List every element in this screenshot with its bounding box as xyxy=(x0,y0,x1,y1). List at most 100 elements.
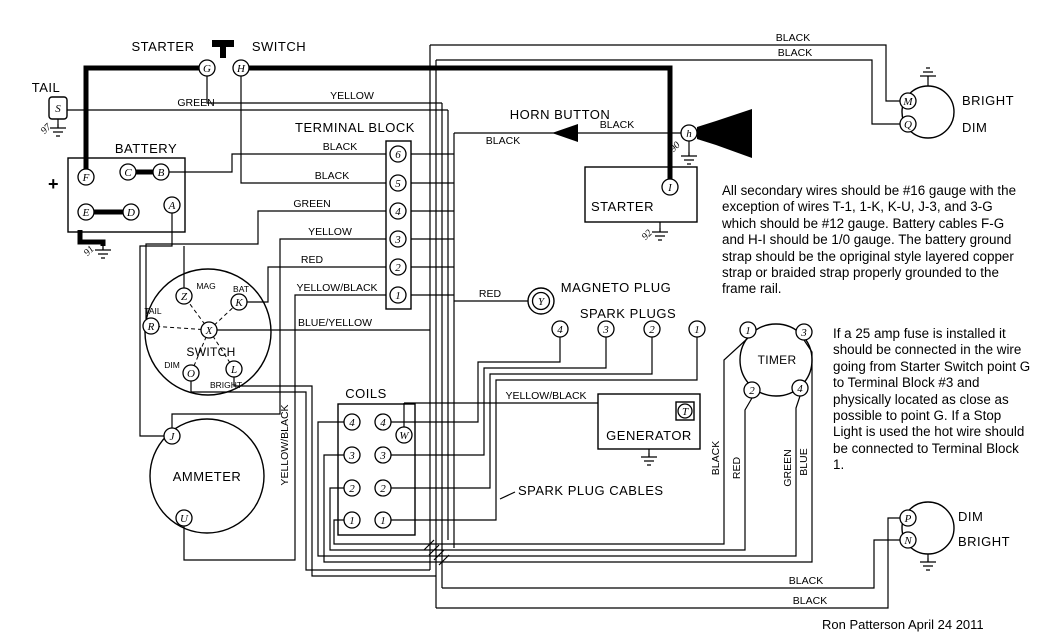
starter-switch-word2: SWITCH xyxy=(252,39,306,54)
battery-box xyxy=(67,157,186,233)
wire-label-blue-yellow: BLUE/YELLOW xyxy=(298,317,372,329)
switch-o-label: O xyxy=(187,368,195,380)
headlamp-bottom-body xyxy=(901,501,955,555)
ground-icon-headlamp-top xyxy=(919,67,937,81)
headlamp-top-dim-label: DIM xyxy=(962,120,987,135)
timer-terminal-1 xyxy=(739,321,757,339)
tb-4-label: 4 xyxy=(395,206,401,218)
switch-k-label: K xyxy=(234,297,243,309)
wire-label-tb3-yellow: YELLOW xyxy=(308,226,352,238)
switch-contact-dashes xyxy=(150,295,240,374)
terminal-m-label: M xyxy=(902,96,913,108)
switch-l-label: L xyxy=(230,364,237,376)
ammeter-body xyxy=(149,418,265,534)
coil-right-3 xyxy=(374,446,392,464)
tb-6-label: 6 xyxy=(395,149,401,161)
switch-terminal-o xyxy=(182,364,200,382)
terminal-u xyxy=(175,509,193,527)
wire-label-bottom-black-1: BLACK xyxy=(789,575,823,587)
spark-plug-3 xyxy=(597,320,615,338)
ground-icon-headlamp-bottom xyxy=(919,557,937,571)
spark-plug-1 xyxy=(688,320,706,338)
terminal-d-label: D xyxy=(126,207,135,219)
spark-plug-3-label: 3 xyxy=(602,324,609,336)
timer-body xyxy=(739,323,813,397)
headlamp-bottom-dim-label: DIM xyxy=(958,509,983,524)
ground-number-tail: 97 xyxy=(39,121,55,137)
switch-terminal-l xyxy=(225,360,243,378)
terminal-j xyxy=(163,427,181,445)
switch-z-label: Z xyxy=(181,291,188,303)
timer-terminal-3 xyxy=(795,323,813,341)
switch-terminal-r xyxy=(142,317,160,335)
wire-label-tb6-black: BLACK xyxy=(323,141,357,153)
terminal-j-label: J xyxy=(170,431,176,443)
terminal-p xyxy=(899,509,917,527)
horn-button-title: HORN BUTTON xyxy=(510,107,611,122)
terminal-c-label: C xyxy=(124,167,132,179)
spark-plug-4-label: 4 xyxy=(557,324,563,336)
wire-label-timer-green: GREEN xyxy=(782,449,794,486)
terminal-q xyxy=(899,115,917,133)
terminal-b xyxy=(152,163,170,181)
terminal-horn xyxy=(680,124,698,142)
coil-left-4 xyxy=(343,413,361,431)
starter-box xyxy=(584,166,698,223)
headlamp-bottom-bright-label: BRIGHT xyxy=(958,534,1010,549)
generator-box xyxy=(597,393,701,450)
switch-r-label: R xyxy=(147,321,155,333)
terminal-n-label: N xyxy=(903,535,912,547)
terminal-block-title: TERMINAL BLOCK xyxy=(295,120,415,135)
wire-label-bottom-black-2: BLACK xyxy=(793,595,827,607)
tb-terminal-6 xyxy=(389,145,407,163)
coil-terminal-w xyxy=(395,426,413,444)
arrow-left-icon xyxy=(552,124,578,142)
coils-title: COILS xyxy=(345,386,387,401)
ground-icon-battery xyxy=(94,245,112,259)
timer-4-label: 4 xyxy=(797,383,803,395)
terminal-s-label: S xyxy=(55,103,61,115)
timer-2-label: 2 xyxy=(749,385,755,397)
wire-label-top-black-1: BLACK xyxy=(776,32,810,44)
terminal-d xyxy=(122,203,140,221)
tb-terminal-1 xyxy=(389,286,407,304)
terminal-y xyxy=(531,291,551,311)
coil-left-2 xyxy=(343,479,361,497)
timer-3-label: 3 xyxy=(800,327,807,339)
switch-tail-label: TAIL xyxy=(144,306,162,316)
note-secondary-wires: All secondary wires should be #16 gauge … xyxy=(722,183,1017,297)
terminal-h-label: H xyxy=(236,63,246,75)
terminal-t-label: T xyxy=(682,406,689,418)
ground-number-starter: 92 xyxy=(640,228,655,243)
wire-label-magneto-red: RED xyxy=(479,288,502,300)
starter-switch-word1: STARTER xyxy=(132,39,195,54)
terminal-u-label: U xyxy=(180,513,189,525)
starter-switch-icon xyxy=(212,40,234,47)
ground-number-battery: 91 xyxy=(82,244,97,259)
battery-plus-sign: + xyxy=(48,174,59,194)
tail-lamp-title: TAIL xyxy=(32,80,61,95)
timer-terminal-2 xyxy=(743,381,761,399)
terminal-i xyxy=(661,178,679,196)
wire-label-horn-black-right: BLACK xyxy=(600,119,634,131)
timer-title: TIMER xyxy=(758,353,797,367)
ground-icon-starter xyxy=(651,227,669,241)
wire-label-yellow-top: YELLOW xyxy=(330,90,374,102)
wire-label-tb5-black: BLACK xyxy=(315,170,349,182)
wire-label-horn-black-left: BLACK xyxy=(486,135,520,147)
tb-terminal-3 xyxy=(389,230,407,248)
switch-x-label: X xyxy=(205,325,214,337)
switch-bright-label: BRIGHT xyxy=(210,380,242,390)
ignition-switch-title: SWITCH xyxy=(186,345,235,359)
terminal-a xyxy=(163,196,181,214)
terminal-n xyxy=(899,531,917,549)
terminal-f-label: F xyxy=(82,172,90,184)
wire-label-timer-black: BLACK xyxy=(710,441,722,475)
tb-2-label: 2 xyxy=(395,262,401,274)
generator-terminal-box xyxy=(675,401,695,421)
spark-plug-2 xyxy=(643,320,661,338)
ground-icon-generator xyxy=(640,452,658,466)
battery-cables xyxy=(77,65,673,246)
coil-right-1 xyxy=(374,511,392,529)
coil-r2-label: 2 xyxy=(380,483,386,495)
